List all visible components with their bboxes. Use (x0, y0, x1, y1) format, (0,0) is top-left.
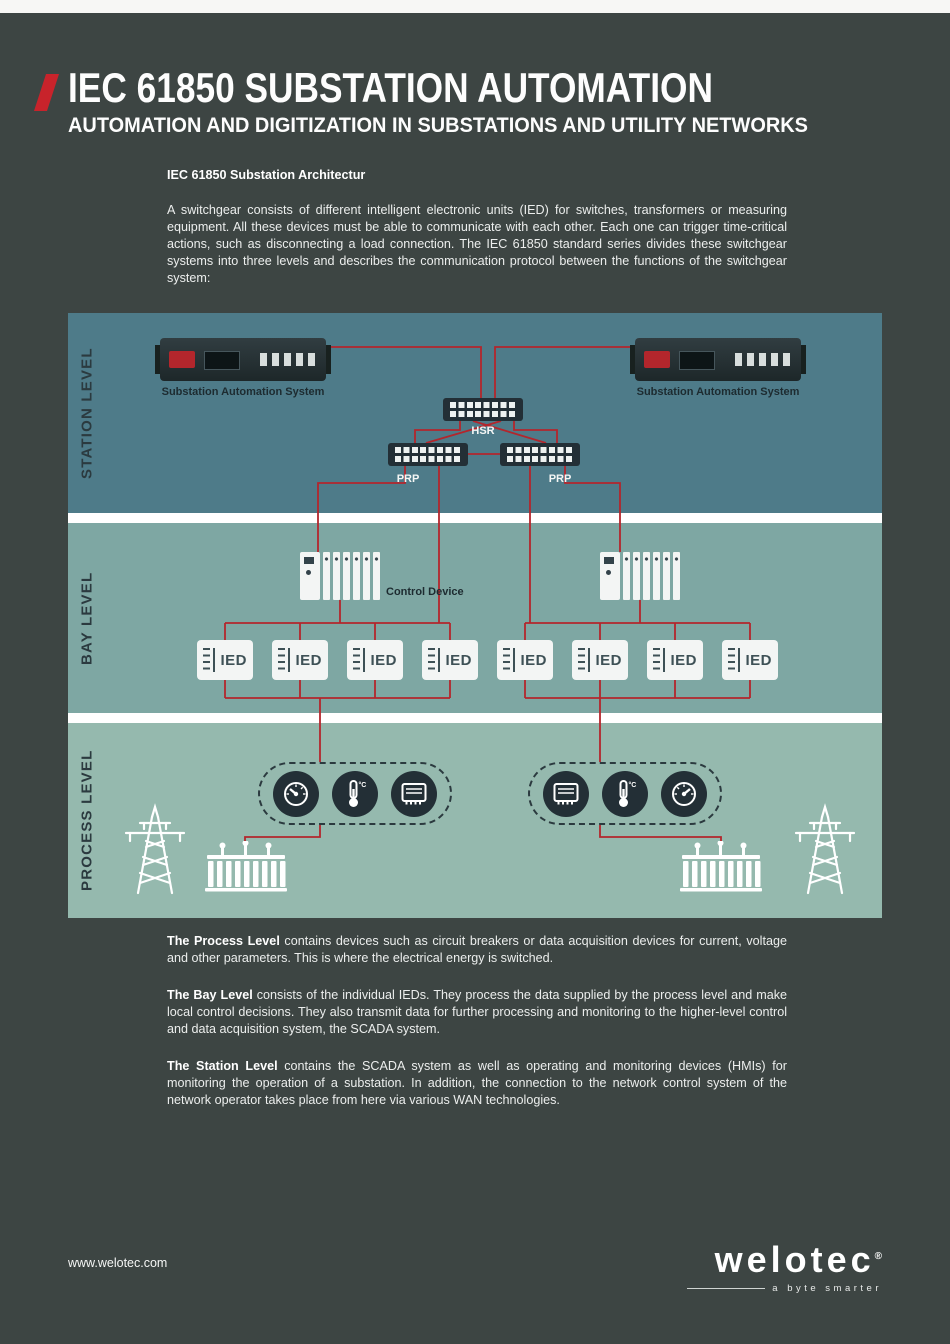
hsr-label: HSR (471, 425, 495, 437)
server-brand-badge (644, 351, 670, 368)
control-io-module (663, 552, 670, 600)
bay-level-label: BAY LEVEL (78, 571, 96, 665)
ied-terminal-lines (728, 648, 741, 672)
gauge-icon (273, 770, 319, 817)
control-io-module (353, 552, 360, 600)
page-subtitle: AUTOMATION AND DIGITIZATION IN SUBSTATIO… (68, 114, 808, 137)
server-ports (260, 353, 316, 366)
recorder-icon (543, 770, 589, 817)
ied-device: IED (272, 640, 328, 680)
paragraph-lead: The Station Level (167, 1059, 278, 1073)
intro-body: A switchgear consists of different intel… (167, 203, 787, 285)
level-descriptions: The Process Level contains devices such … (167, 933, 787, 1129)
ied-terminal-lines (503, 648, 516, 672)
registered-mark: ® (874, 1251, 882, 1262)
substation-automation-server-left (155, 338, 331, 381)
bay-level-paragraph: The Bay Level consists of the individual… (167, 987, 787, 1038)
station-level-paragraph: The Station Level contains the SCADA sys… (167, 1058, 787, 1109)
ied-device: IED (422, 640, 478, 680)
sas-label-left: Substation Automation System (161, 386, 325, 398)
thermometer-icon: °C (602, 770, 648, 817)
control-io-module (623, 552, 630, 600)
page-top-margin (0, 0, 950, 13)
control-io-module (363, 552, 370, 600)
prp-switch-left (388, 443, 468, 466)
control-io-module (653, 552, 660, 600)
sas-label-right: Substation Automation System (636, 386, 800, 398)
ied-device: IED (572, 640, 628, 680)
control-io-module (343, 552, 350, 600)
ied-terminal-lines (203, 648, 216, 672)
control-device-label: Control Device (386, 586, 464, 598)
control-device-right (600, 552, 680, 600)
server-display (679, 351, 715, 370)
ied-terminal-lines (578, 648, 591, 672)
logo-tagline: a byte smarter (772, 1283, 882, 1294)
control-cpu-module (600, 552, 620, 600)
ied-device: IED (647, 640, 703, 680)
ied-terminal-lines (278, 648, 291, 672)
switch-ports (507, 447, 573, 462)
diagram-devices-layer: STATION LEVEL BAY LEVEL PROCESS LEVEL Su… (68, 313, 882, 918)
switch-ports (450, 402, 516, 417)
recorder-icon (391, 770, 437, 817)
logo-tagline-row: a byte smarter (687, 1283, 882, 1294)
control-io-module (373, 552, 380, 600)
tagline-rule (687, 1288, 766, 1289)
paragraph-text: contains the SCADA system as well as ope… (167, 1059, 787, 1107)
transmission-tower-icon (786, 803, 864, 895)
control-io-module (633, 552, 640, 600)
thermometer-icon: °C (332, 770, 378, 817)
intro-heading: IEC 61850 Substation Architectur (167, 168, 366, 182)
control-io-module (673, 552, 680, 600)
process-level-label: PROCESS LEVEL (78, 749, 96, 892)
process-device-group-left: °C (258, 762, 452, 825)
server-ports (735, 353, 791, 366)
control-cpu-module (300, 552, 320, 600)
transmission-tower-icon (116, 803, 194, 895)
website-link[interactable]: www.welotec.com (68, 1256, 168, 1270)
server-display (204, 351, 240, 370)
process-level-paragraph: The Process Level contains devices such … (167, 933, 787, 967)
welotec-wordmark: welotec® (687, 1242, 882, 1278)
substation-automation-server-right (630, 338, 806, 381)
server-brand-badge (169, 351, 195, 368)
control-io-module (333, 552, 340, 600)
prp-label-left: PRP (396, 473, 420, 485)
bay-level-band (68, 523, 882, 713)
paragraph-lead: The Bay Level (167, 988, 253, 1002)
control-io-module (643, 552, 650, 600)
ied-device: IED (197, 640, 253, 680)
control-device-left (300, 552, 380, 600)
welotec-logo: welotec® a byte smarter (687, 1242, 882, 1294)
architecture-diagram: STATION LEVEL BAY LEVEL PROCESS LEVEL Su… (68, 313, 882, 918)
switch-ports (395, 447, 461, 462)
ied-device: IED (722, 640, 778, 680)
process-device-group-right: °C (528, 762, 722, 825)
ied-terminal-lines (653, 648, 666, 672)
ied-terminal-lines (428, 648, 441, 672)
page-title: IEC 61850 SUBSTATION AUTOMATION (68, 64, 713, 111)
prp-label-right: PRP (548, 473, 572, 485)
ied-device: IED (497, 640, 553, 680)
station-level-label: STATION LEVEL (78, 347, 96, 479)
ied-terminal-lines (353, 648, 366, 672)
paragraph-lead: The Process Level (167, 934, 280, 948)
logo-text: welotec (714, 1239, 875, 1280)
red-slash-accent (33, 74, 60, 111)
transformer-icon (203, 840, 289, 893)
ied-device: IED (347, 640, 403, 680)
control-io-module (323, 552, 330, 600)
paragraph-text: consists of the individual IEDs. They pr… (167, 988, 787, 1036)
svg-text:°C: °C (359, 781, 367, 789)
svg-text:°C: °C (629, 781, 637, 789)
paragraph-text: contains devices such as circuit breaker… (167, 934, 787, 965)
gauge-icon (661, 770, 707, 817)
prp-switch-right (500, 443, 580, 466)
hsr-switch (443, 398, 523, 421)
transformer-icon (678, 840, 764, 893)
